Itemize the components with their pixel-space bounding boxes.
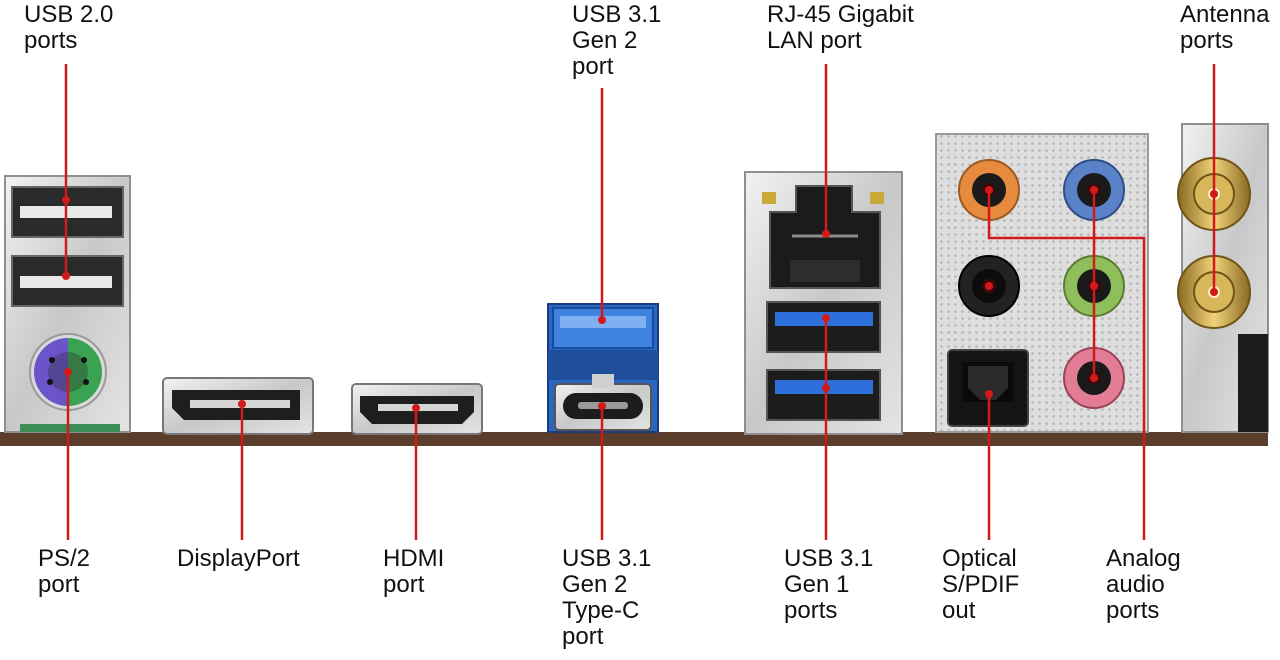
- leader-dots: [62, 186, 1218, 412]
- label-ps2-port: PS/2 port: [38, 545, 91, 598]
- label-usb31-gen2-port: USB 3.1 Gen 2 port: [572, 1, 662, 80]
- label-rj45-lan-port: RJ-45 Gigabit LAN port: [767, 1, 914, 54]
- usb31-gen1-port-top: [766, 301, 881, 353]
- displayport-connector: [162, 377, 314, 435]
- label-usb31-gen1-ports: USB 3.1 Gen 1 ports: [784, 545, 874, 624]
- audio-spdif-stack: [935, 133, 1149, 433]
- leader-lines: [64, 64, 1216, 540]
- label-optical-spdif-out: Optical S/PDIF out: [942, 545, 1020, 624]
- leader-audio: [987, 190, 1146, 540]
- label-antenna-ports: Antenna ports: [1180, 1, 1270, 54]
- label-usb31-gen2-type-c-port: USB 3.1 Gen 2 Type-C port: [562, 545, 652, 650]
- label-hdmi-port: HDMI port: [383, 545, 445, 598]
- antenna-bracket: [1177, 123, 1269, 433]
- label-analog-audio-ports: Analog audio ports: [1106, 545, 1181, 624]
- label-usb20-ports: USB 2.0 ports: [24, 1, 114, 54]
- rj45-usb31-gen1-stack: [744, 171, 903, 435]
- pcb-strip: [0, 432, 1268, 446]
- usb31-gen1-port-bottom: [766, 369, 881, 421]
- ps2-port-green: [68, 338, 102, 406]
- label-displayport: DisplayPort: [177, 545, 300, 572]
- ps2-port-purple: [34, 338, 68, 406]
